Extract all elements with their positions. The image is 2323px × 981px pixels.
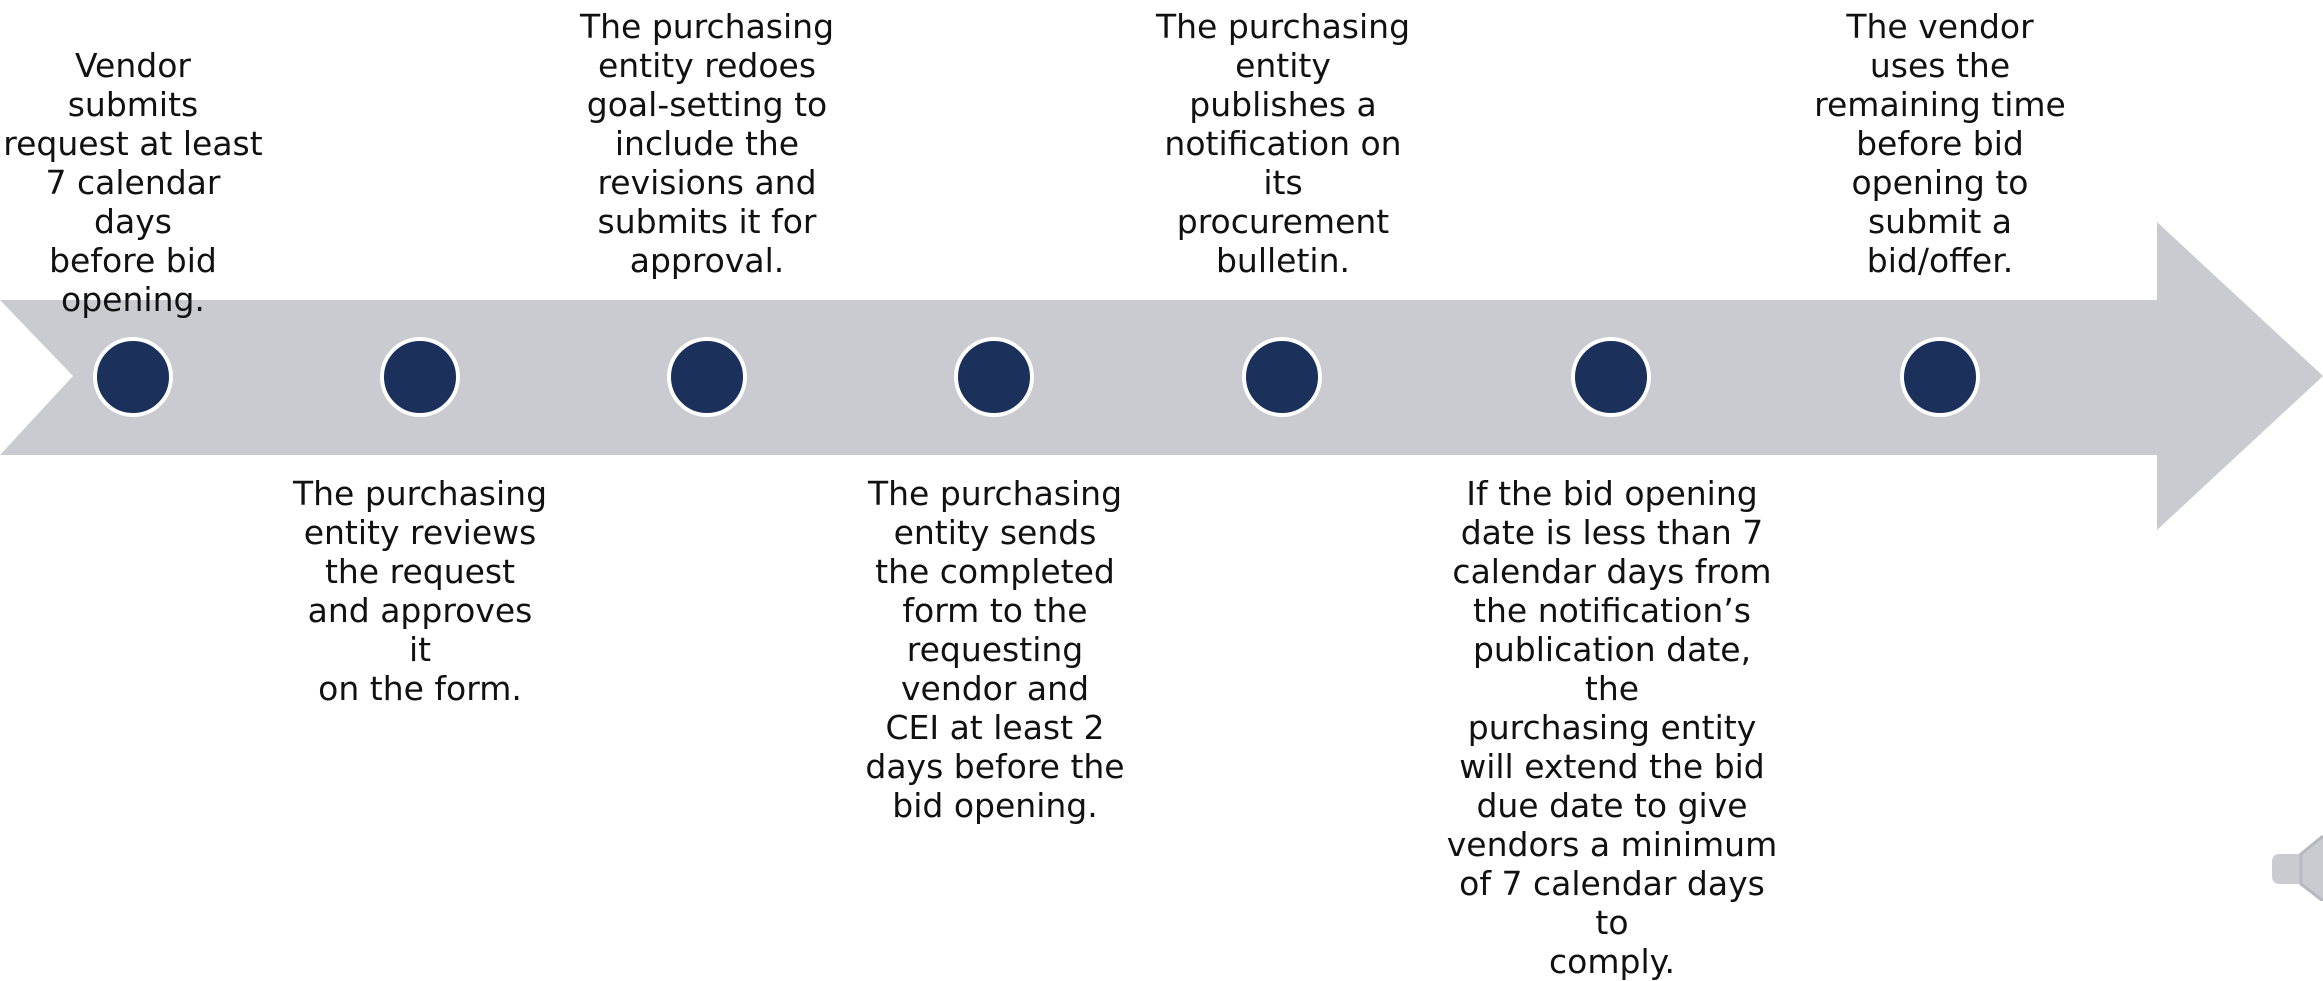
speaker-icon[interactable]: [2270, 832, 2323, 901]
timeline-arrow: [0, 222, 2323, 530]
timeline-dot-3: [667, 337, 747, 417]
timeline-step-5-text: The purchasing entity publishes a notifi…: [1155, 7, 1411, 280]
timeline-dot-7: [1900, 337, 1980, 417]
timeline-dot-6: [1571, 337, 1651, 417]
timeline-dot-5: [1242, 337, 1322, 417]
timeline-dot-1: [93, 337, 173, 417]
timeline-diagram: Vendor submits request at least 7 calend…: [0, 7, 2323, 981]
timeline-step-1-text: Vendor submits request at least 7 calend…: [3, 46, 263, 319]
timeline-dots: [93, 337, 1980, 417]
timeline-arrow-body: [0, 222, 2323, 530]
timeline-dot-4: [954, 337, 1034, 417]
timeline-step-6-text: If the bid opening date is less than 7 c…: [1446, 474, 1778, 981]
timeline-step-4-text: The purchasing entity sends the complete…: [865, 474, 1125, 825]
timeline-dot-2: [380, 337, 460, 417]
timeline-step-3-text: The purchasing entity redoes goal-settin…: [579, 7, 835, 280]
timeline-step-2-text: The purchasing entity reviews the reques…: [292, 474, 548, 708]
timeline-step-7-text: The vendor uses the remaining time befor…: [1814, 7, 2066, 280]
